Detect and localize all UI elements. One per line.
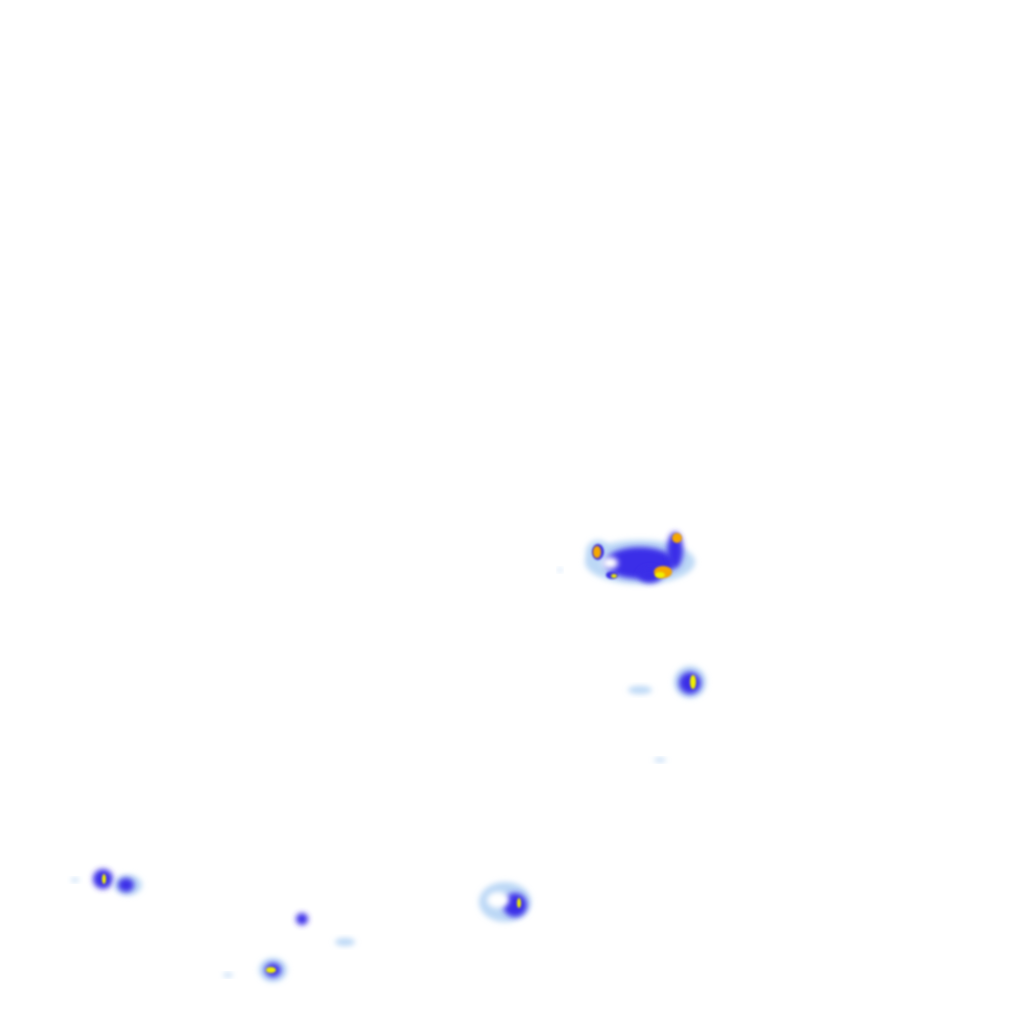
precip-cell-extreme — [517, 898, 521, 908]
precip-cell-heavy — [679, 672, 701, 694]
precip-cell-light — [335, 938, 355, 946]
precip-cell-light — [654, 758, 666, 762]
precip-cell-extreme — [266, 967, 276, 973]
precip-cell-background — [602, 557, 618, 569]
precip-cell-heavy — [503, 893, 527, 917]
precip-cell-light — [71, 878, 79, 882]
precip-cell-extreme — [102, 874, 106, 884]
precip-cell-light — [558, 568, 562, 572]
precip-cell-light — [223, 973, 233, 977]
precip-cell-light — [628, 686, 652, 694]
precip-cell-extreme — [690, 675, 696, 689]
precip-cell-background — [487, 892, 509, 908]
precip-cell-very-heavy — [593, 546, 601, 558]
precip-cell-heavy — [296, 913, 308, 925]
precip-cell-heavy — [118, 878, 134, 892]
precip-cell-extreme — [611, 574, 617, 578]
precip-cell-extreme — [655, 572, 665, 578]
precip-cell-very-heavy — [672, 533, 682, 543]
